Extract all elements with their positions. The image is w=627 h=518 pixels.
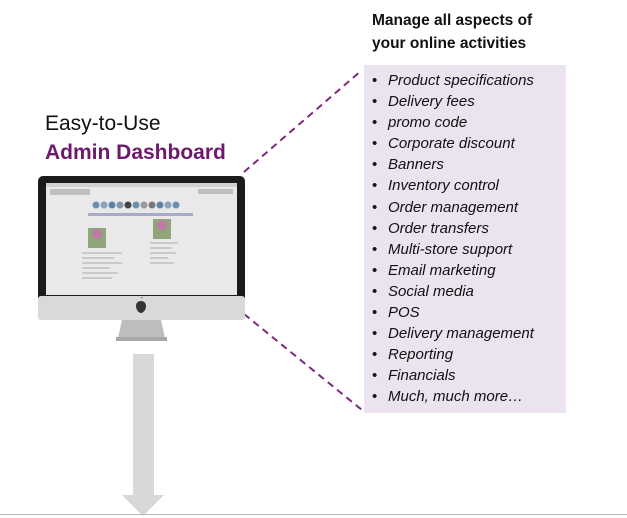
- feature-item: Financials: [372, 365, 566, 386]
- feature-item: Email marketing: [372, 260, 566, 281]
- feature-item: Product specifications: [372, 70, 566, 91]
- divider-line: [0, 514, 627, 515]
- title-easy-to-use: Easy-to-Use: [45, 112, 161, 135]
- monitor-screen: [46, 183, 237, 295]
- features-heading-line1: Manage all aspects of: [372, 12, 533, 29]
- screen-toolbar-icons: [92, 201, 180, 209]
- feature-item: Social media: [372, 281, 566, 302]
- features-heading-line2: your online activities: [372, 35, 527, 52]
- features-heading: Manage all aspects of your online activi…: [372, 9, 617, 55]
- title-admin-dashboard: Admin Dashboard: [45, 141, 226, 164]
- feature-item: promo code: [372, 112, 566, 133]
- feature-item: Delivery management: [372, 323, 566, 344]
- connector-line-bottom: [243, 313, 363, 411]
- monitor-stand: [118, 320, 165, 338]
- feature-item: Multi-store support: [372, 239, 566, 260]
- feature-item: Order management: [372, 197, 566, 218]
- feature-list-panel: Product specifications Delivery fees pro…: [364, 65, 566, 413]
- apple-logo-icon: [136, 297, 146, 313]
- feature-item: Order transfers: [372, 218, 566, 239]
- connector-line-top: [243, 69, 363, 173]
- imac-monitor-icon: [38, 176, 245, 341]
- feature-item: Inventory control: [372, 175, 566, 196]
- feature-list: Product specifications Delivery fees pro…: [364, 65, 566, 408]
- feature-item: POS: [372, 302, 566, 323]
- feature-item: Reporting: [372, 344, 566, 365]
- feature-item: Banners: [372, 154, 566, 175]
- feature-item: Delivery fees: [372, 91, 566, 112]
- down-arrow-icon: [122, 354, 164, 516]
- feature-item: Corporate discount: [372, 133, 566, 154]
- feature-item: Much, much more…: [372, 386, 566, 407]
